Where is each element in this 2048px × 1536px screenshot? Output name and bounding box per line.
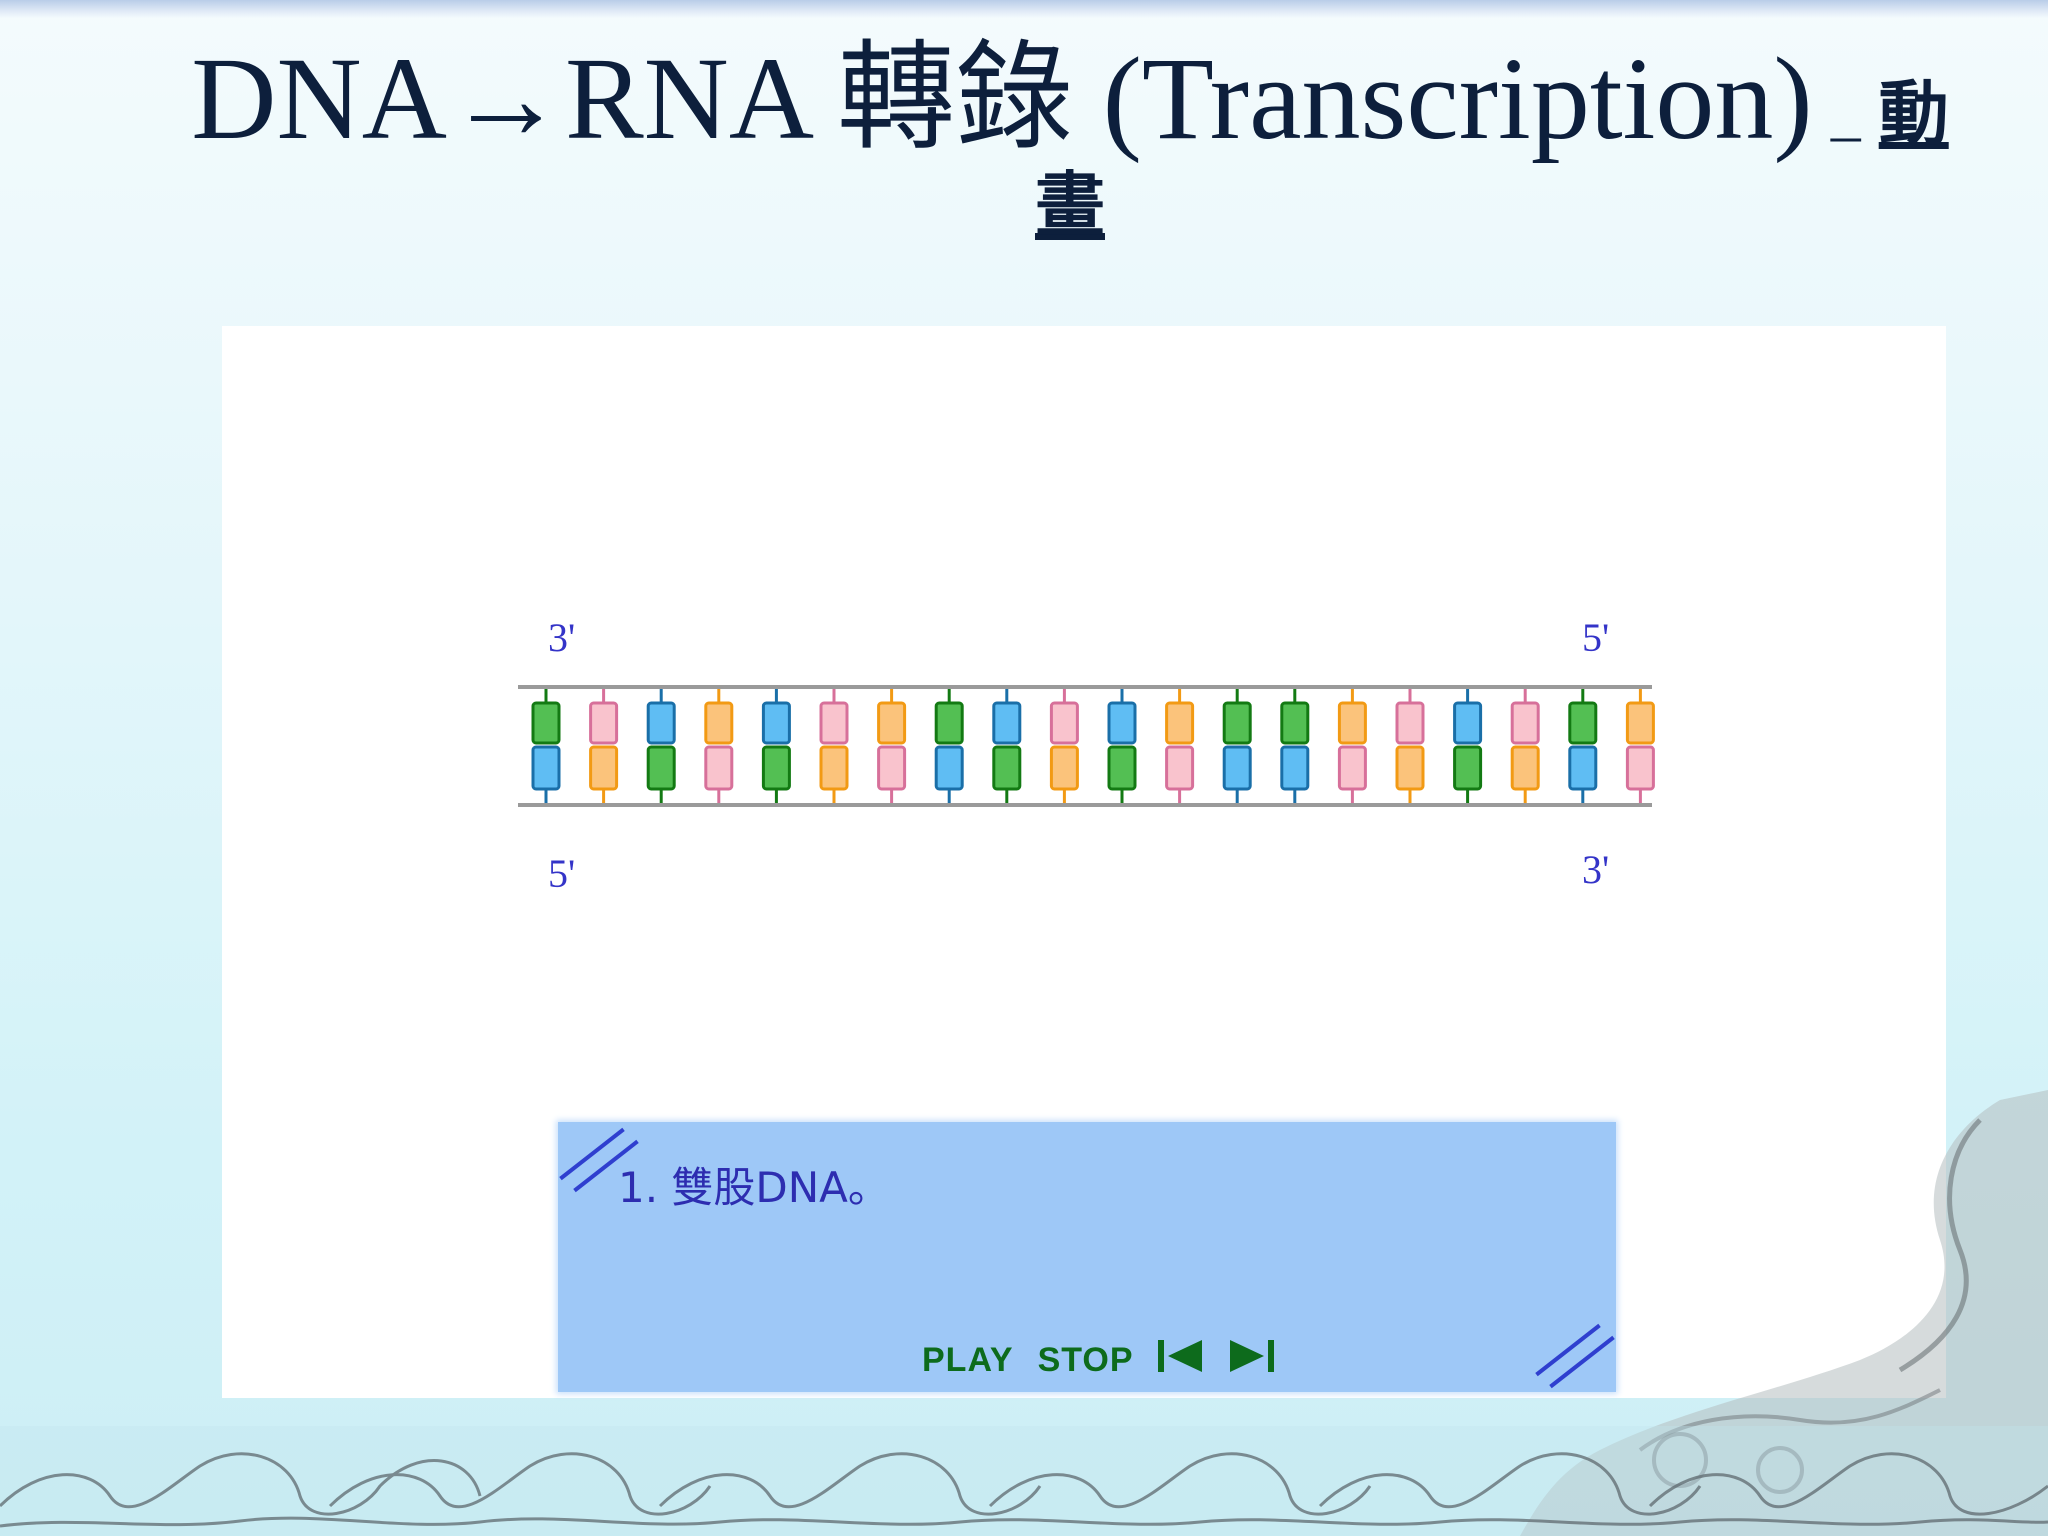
slide-top-bar — [0, 0, 2048, 18]
caption-corner-stripe-top-1 — [559, 1127, 625, 1181]
top-base-pink — [589, 701, 619, 745]
top-base-orange — [1625, 701, 1655, 745]
base-pair-10 — [1049, 689, 1079, 803]
label-top-right: 5' — [1582, 615, 1610, 660]
top-base-orange — [877, 701, 907, 745]
title-dash: – — [1830, 101, 1861, 168]
bottom-base-orange — [589, 745, 619, 791]
base-pair-2 — [589, 689, 619, 803]
base-pair-6 — [819, 689, 849, 803]
play-button[interactable]: PLAY — [922, 1341, 1014, 1379]
top-base-blue — [646, 701, 676, 745]
base-pair-13 — [1222, 689, 1252, 803]
base-pair-20 — [1625, 689, 1655, 803]
dna-double-strand — [531, 689, 1655, 803]
top-base-orange — [1337, 701, 1367, 745]
dragon-decoration — [1520, 1090, 2048, 1536]
bottom-base-pink — [1337, 745, 1367, 791]
label-bottom-right: 3' — [1582, 847, 1610, 892]
top-base-blue — [992, 701, 1022, 745]
title-cjk-first: 動 — [1878, 73, 1949, 155]
title-cjk-second: 畫 — [1035, 164, 1105, 247]
stop-button[interactable]: STOP — [1037, 1341, 1134, 1379]
top-base-pink — [819, 701, 849, 745]
skip-forward-icon[interactable] — [1228, 1338, 1274, 1383]
bottom-base-blue — [934, 745, 964, 791]
bottom-base-green — [646, 745, 676, 791]
top-base-orange — [704, 701, 734, 745]
bottom-base-pink — [877, 745, 907, 791]
caption-box: 1. 雙股DNA。 PLAY STOP — [558, 1122, 1616, 1392]
base-pair-3 — [646, 689, 676, 803]
top-base-green — [1568, 701, 1598, 745]
label-top-left: 3' — [548, 615, 576, 660]
top-base-orange — [1165, 701, 1195, 745]
base-pair-8 — [934, 689, 964, 803]
base-pair-12 — [1165, 689, 1195, 803]
bottom-base-green — [761, 745, 791, 791]
base-pair-5 — [761, 689, 791, 803]
top-base-blue — [1107, 701, 1137, 745]
base-pair-4 — [704, 689, 734, 803]
top-base-pink — [1395, 701, 1425, 745]
playback-controls: PLAY STOP — [922, 1338, 1274, 1383]
base-pair-11 — [1107, 689, 1137, 803]
bottom-base-blue — [1280, 745, 1310, 791]
base-pair-1 — [531, 689, 561, 803]
bottom-base-green — [992, 745, 1022, 791]
base-pair-14 — [1280, 689, 1310, 803]
base-pair-7 — [877, 689, 907, 803]
bottom-base-blue — [1222, 745, 1252, 791]
top-base-green — [1280, 701, 1310, 745]
waves-decoration — [0, 1426, 2048, 1536]
top-base-pink — [1510, 701, 1540, 745]
slide-title: DNA→RNA 轉錄 (Transcription)–動 畫 — [150, 40, 1990, 241]
bottom-base-pink — [1625, 745, 1655, 791]
bottom-base-blue — [1568, 745, 1598, 791]
base-pair-19 — [1568, 689, 1598, 803]
title-main-text: DNA→RNA 轉錄 (Transcription) — [191, 33, 1813, 164]
bottom-base-orange — [1049, 745, 1079, 791]
bottom-base-orange — [1510, 745, 1540, 791]
top-base-green — [934, 701, 964, 745]
top-base-blue — [761, 701, 791, 745]
caption-text: 1. 雙股DNA。 — [618, 1163, 890, 1212]
base-pair-15 — [1337, 689, 1367, 803]
top-base-pink — [1049, 701, 1079, 745]
top-base-green — [1222, 701, 1252, 745]
skip-back-icon[interactable] — [1157, 1338, 1204, 1383]
base-pair-17 — [1453, 689, 1483, 803]
top-base-green — [531, 701, 561, 745]
base-pair-16 — [1395, 689, 1425, 803]
bottom-strand-backbone — [518, 803, 1652, 807]
bottom-base-green — [1107, 745, 1137, 791]
top-base-blue — [1453, 701, 1483, 745]
bottom-base-orange — [1395, 745, 1425, 791]
bottom-base-orange — [819, 745, 849, 791]
bottom-base-pink — [704, 745, 734, 791]
bottom-base-green — [1453, 745, 1483, 791]
top-strand-backbone — [518, 685, 1652, 689]
base-pair-18 — [1510, 689, 1540, 803]
bottom-base-blue — [531, 745, 561, 791]
bottom-base-pink — [1165, 745, 1195, 791]
label-bottom-left: 5' — [548, 851, 576, 896]
base-pair-9 — [992, 689, 1022, 803]
